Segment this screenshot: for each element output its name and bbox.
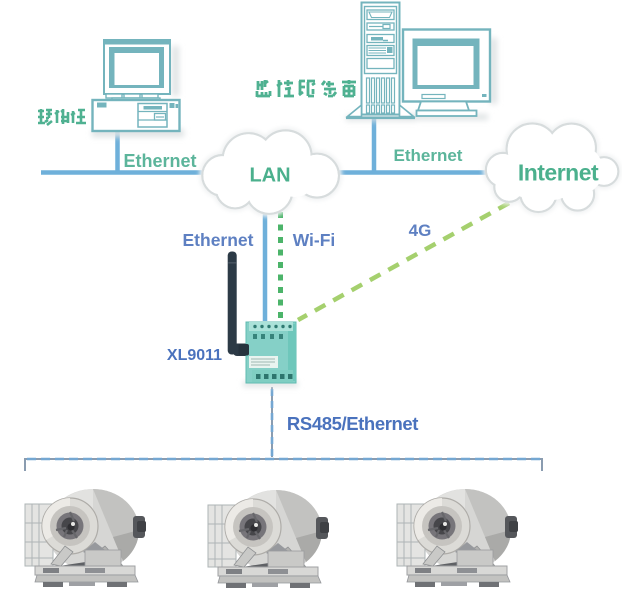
svg-text:LAN: LAN: [249, 165, 290, 187]
svg-text:Ethernet: Ethernet: [394, 146, 463, 165]
svg-text:Ethernet: Ethernet: [183, 230, 254, 250]
svg-text:4G: 4G: [409, 221, 432, 240]
svg-text:RS485/Ethernet: RS485/Ethernet: [287, 413, 418, 434]
svg-text:Ethernet: Ethernet: [123, 151, 196, 171]
svg-text:Wi-Fi: Wi-Fi: [293, 230, 336, 250]
svg-text:Internet: Internet: [518, 160, 599, 186]
svg-text:XL9011: XL9011: [167, 347, 222, 364]
